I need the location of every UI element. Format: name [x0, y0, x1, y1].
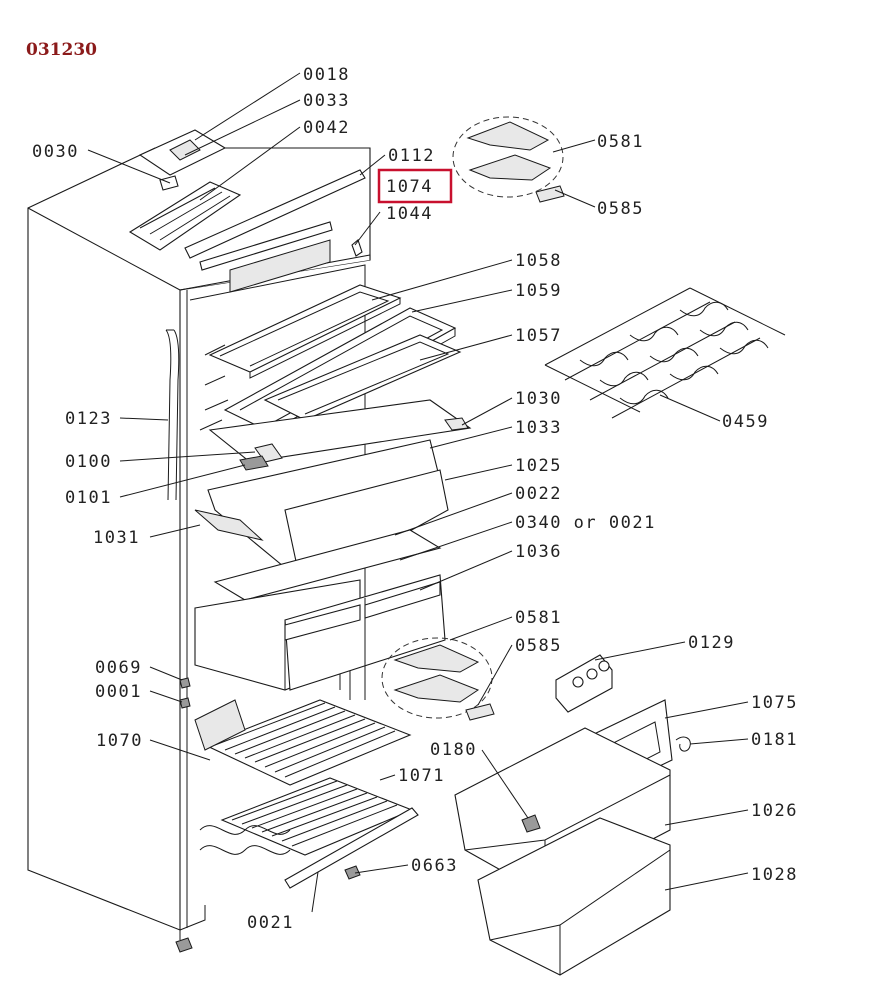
- part-label-0581-top: 0581: [597, 132, 644, 152]
- cap-0585-top: [535, 185, 565, 203]
- leader-lines: [87, 72, 749, 913]
- part-label-1044: 1044: [386, 204, 433, 224]
- part-label-1033: 1033: [515, 418, 562, 438]
- part-label-0042: 0042: [303, 118, 350, 138]
- wine-rack-0459: [544, 287, 786, 419]
- part-label-0101: 0101: [65, 488, 112, 508]
- part-label-1036: 1036: [515, 542, 562, 562]
- part-label-1057: 1057: [515, 326, 562, 346]
- glass-shelf-1057: [263, 334, 462, 421]
- door-seal-strip: [165, 329, 180, 501]
- hinge-part-0581-lower-a: [393, 644, 480, 673]
- crisper-cover-1030: [208, 399, 472, 463]
- part-label-0340-or-0021: 0340 or 0021: [515, 513, 656, 533]
- cap-0585-lower: [465, 703, 495, 721]
- fastener-0001: [179, 697, 191, 709]
- part-label-0585-top: 0585: [597, 199, 644, 219]
- part-label-1071: 1071: [398, 766, 445, 786]
- shelf-support-1044: [351, 239, 363, 257]
- shelf-clip-1030: [444, 417, 469, 431]
- part-label-0581-lower: 0581: [515, 608, 562, 628]
- part-label-1025: 1025: [515, 456, 562, 476]
- highlight-box-1074: [377, 168, 453, 204]
- part-label-1026: 1026: [751, 801, 798, 821]
- part-label-0030: 0030: [32, 142, 79, 162]
- part-label-0069: 0069: [95, 658, 142, 678]
- part-label-1028: 1028: [751, 865, 798, 885]
- part-label-0022: 0022: [515, 484, 562, 504]
- part-label-0100: 0100: [65, 452, 112, 472]
- hinge-part-0581-top-a: [466, 121, 550, 151]
- part-label-1075: 1075: [751, 693, 798, 713]
- evaporator-coils: [199, 825, 291, 855]
- part-label-0663: 0663: [411, 856, 458, 876]
- kick-plate-0021: [284, 807, 419, 889]
- crisper-drawers-1036: [194, 574, 446, 691]
- part-label-0585-lower: 0585: [515, 636, 562, 656]
- part-label-1074: 1074: [386, 177, 433, 197]
- hinge-part-0581-lower-b: [393, 674, 480, 703]
- cabinet-foot: [175, 937, 193, 953]
- glass-shelf-1058: [208, 284, 402, 379]
- hinge-part-0581-top-b: [468, 154, 552, 181]
- door-clip-0180: [521, 814, 541, 833]
- glass-shelf-0340: [213, 529, 442, 601]
- detail-circle-lower: [381, 637, 493, 719]
- door-bin-1028: [477, 817, 671, 976]
- part-label-0001: 0001: [95, 682, 142, 702]
- part-label-0018: 0018: [303, 65, 350, 85]
- freezer-flap: [194, 699, 246, 751]
- part-label-0180: 0180: [430, 740, 477, 760]
- part-label-0021: 0021: [247, 913, 294, 933]
- detail-circle-top: [452, 116, 564, 198]
- top-strip-0112: [184, 169, 366, 259]
- back-upper-panel: [229, 239, 331, 293]
- lamp-switch-0033: [169, 139, 201, 161]
- part-label-1070: 1070: [96, 731, 143, 751]
- drawer-handle-1031: [194, 509, 264, 541]
- shelf-rails: [199, 344, 229, 431]
- part-labels: 0018 0033 0042 0030 0112 1074 1044 0581 …: [32, 65, 798, 933]
- part-label-0181: 0181: [751, 730, 798, 750]
- adjustable-foot-0663: [344, 865, 361, 880]
- part-label-0033: 0033: [303, 91, 350, 111]
- hinge-spring-0181: [675, 736, 691, 752]
- part-label-1030: 1030: [515, 389, 562, 409]
- wire-shelf-1070: [203, 699, 412, 786]
- wire-shelf-1071: [220, 777, 414, 856]
- part-label-0123: 0123: [65, 409, 112, 429]
- part-label-0112: 0112: [388, 146, 435, 166]
- fastener-0069: [179, 677, 191, 689]
- hinge-pin-0101: [239, 455, 269, 471]
- part-label-0459: 0459: [722, 412, 769, 432]
- egg-tray-0129: [555, 654, 613, 713]
- part-label-1058: 1058: [515, 251, 562, 271]
- part-label-1059: 1059: [515, 281, 562, 301]
- lamp-diffuser-0042: [128, 181, 242, 251]
- rear-panel-strip: [199, 221, 333, 271]
- diagram-title: 031230: [26, 40, 97, 60]
- part-label-0129: 0129: [688, 633, 735, 653]
- part-label-1031: 1031: [93, 528, 140, 548]
